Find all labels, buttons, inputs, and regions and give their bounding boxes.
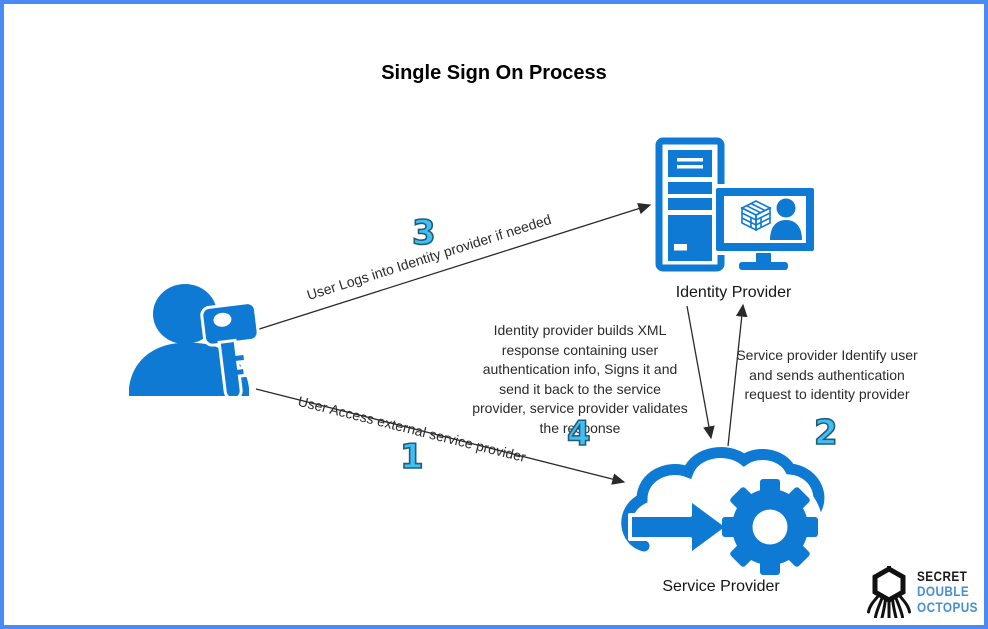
secret-double-octopus-logo: SECRET DOUBLE OCTOPUS [866,566,984,618]
step-1-number: 1 [399,437,424,477]
logo-word-octopus: OCTOPUS [917,598,978,615]
logo-wordmark: SECRET DOUBLE OCTOPUS [917,567,978,615]
step-2-number: 2 [813,413,838,453]
person-icon [770,198,802,240]
arrow-idp-to-sp [686,305,715,440]
arrow-user-to-sp [255,388,626,485]
key-icon [200,301,260,396]
diagram-title: Single Sign On Process [381,62,607,84]
arrow-user-to-idp [252,202,652,332]
step-4-number: 4 [566,414,591,454]
cube-icon [740,200,772,232]
identity-provider-label: Identity Provider [675,284,792,301]
step-2-label: Service provider Identify user and sends… [736,347,918,403]
gear-icon [722,479,818,575]
logo-word-double: DOUBLE [917,583,970,600]
step-3-number: 3 [411,213,436,253]
service-provider-icon [621,447,825,576]
step-4-label: Identity provider builds XML response co… [472,322,688,436]
arrows-layer [252,202,748,485]
octopus-icon [867,566,911,618]
arrow-sp-to-idp [727,303,748,447]
cloud-icon [621,447,825,552]
identity-provider-icon [655,137,818,272]
logo-word-secret: SECRET [917,567,968,584]
user-with-key-icon [129,284,260,396]
service-provider-label: Service Provider [662,578,780,595]
arrow-glyph [628,497,730,557]
